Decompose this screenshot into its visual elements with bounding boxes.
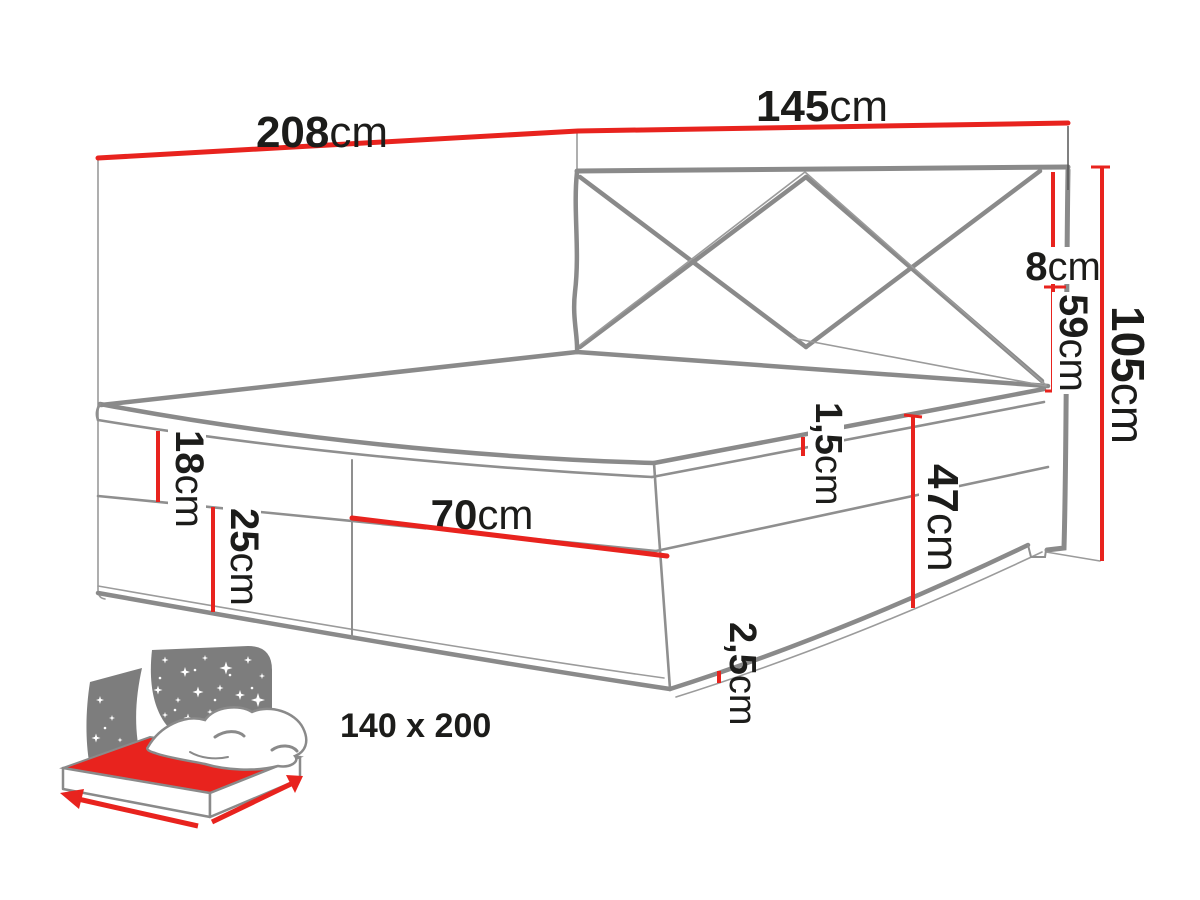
headboard-seam-line bbox=[804, 171, 1047, 386]
topper-seam-line bbox=[650, 400, 1046, 479]
floor-line bbox=[675, 551, 1043, 698]
headboard-x-stitch bbox=[577, 174, 809, 350]
headboard-seam-line bbox=[791, 337, 1047, 387]
dim-label-floor-clearance: 2,5cm bbox=[721, 622, 763, 725]
headboard-seam-line bbox=[579, 171, 806, 346]
headboard-x-stitch bbox=[803, 168, 1043, 350]
headboard-bottom-edge bbox=[574, 349, 1051, 389]
headboard-top-edge bbox=[574, 164, 1071, 174]
mattress-side-top-edge bbox=[651, 386, 1047, 466]
svg-text:105cm: 105cm bbox=[1102, 306, 1154, 444]
mattress-back-edge bbox=[98, 349, 580, 408]
dim-label-headboard-top-gap: 8cm bbox=[1025, 245, 1101, 289]
base-bottom-side-edge bbox=[667, 542, 1031, 692]
headboard bbox=[571, 164, 1071, 389]
svg-text:2,5cm: 2,5cm bbox=[721, 622, 763, 725]
icon-arrowhead bbox=[60, 789, 84, 809]
svg-text:59cm: 59cm bbox=[1051, 294, 1095, 392]
icon-arrowhead bbox=[286, 775, 303, 793]
headboard-left-edge bbox=[571, 169, 580, 355]
bed-foot bbox=[1027, 544, 1047, 558]
svg-text:8cm: 8cm bbox=[1025, 245, 1101, 289]
mattress-corner-round bbox=[95, 402, 102, 422]
svg-text:18cm: 18cm bbox=[167, 430, 211, 528]
dim-label-base-height: 25cm bbox=[222, 504, 266, 606]
plinth-front-line bbox=[97, 585, 665, 679]
svg-text:25cm: 25cm bbox=[222, 508, 266, 606]
dim-label-headboard-clearance: 59cm bbox=[1051, 292, 1095, 394]
side-panel-bottom-edge bbox=[1045, 551, 1101, 562]
dim-label-side-height: 47cm bbox=[918, 462, 967, 572]
icon-duvet-fold bbox=[189, 751, 229, 760]
dim-label-wall-length: 208cm bbox=[256, 108, 388, 157]
size-label: 140 x 200 bbox=[340, 707, 491, 745]
icon-length-arrow bbox=[210, 780, 295, 825]
icon-width-arrow bbox=[77, 796, 199, 829]
wall-left-edge bbox=[97, 157, 106, 600]
svg-text:47cm: 47cm bbox=[918, 464, 967, 572]
dim-label-mattress-thickness: 18cm bbox=[167, 426, 211, 528]
dim-line-208-145 bbox=[95, 120, 1071, 161]
dim-label-headboard-width: 145cm bbox=[756, 82, 888, 131]
mattress-size-icon bbox=[59, 646, 308, 829]
base-top-side-edge bbox=[654, 465, 1050, 553]
icon-pillow-fold bbox=[270, 744, 299, 753]
svg-text:1,5cm: 1,5cm bbox=[807, 402, 849, 505]
icon-pillow-fold bbox=[213, 730, 246, 739]
dim-label-total-height: 105cm bbox=[1102, 306, 1154, 444]
wall-panel bbox=[97, 131, 578, 600]
mattress-front-top-edge bbox=[97, 401, 657, 466]
dim-line-70 bbox=[349, 515, 670, 559]
icon-duvet bbox=[146, 706, 308, 771]
dim-tick bbox=[903, 413, 923, 419]
bed-front-corner-edge bbox=[652, 461, 672, 691]
base-bottom-front-edge bbox=[95, 590, 673, 692]
dim-label-topper-seam: 1,5cm bbox=[807, 400, 849, 505]
